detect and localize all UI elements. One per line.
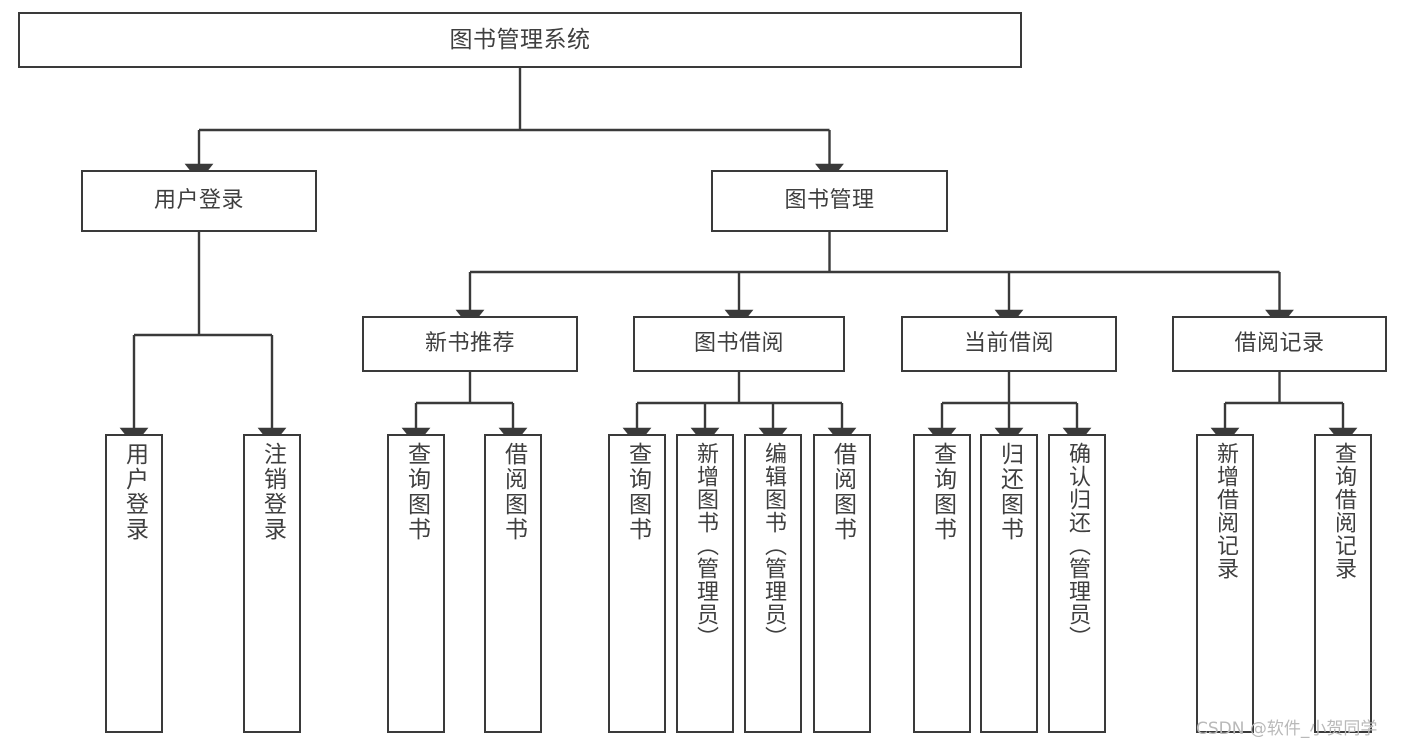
node-leaf-logout[interactable]: 注销登录 <box>243 434 301 733</box>
node-label: 用户登录 <box>121 442 148 542</box>
node-leaf-query-book-recommend[interactable]: 查询图书 <box>387 434 445 733</box>
node-label: 查询图书 <box>929 442 956 542</box>
node-label: 查询图书 <box>403 442 430 542</box>
node-label: 当前借阅 <box>963 331 1054 357</box>
node-leaf-return-book[interactable]: 归还图书 <box>980 434 1038 733</box>
node-leaf-query-book-borrow[interactable]: 查询图书 <box>608 434 666 733</box>
node-leaf-borrow-book[interactable]: 借阅图书 <box>813 434 871 733</box>
node-label: 借阅记录 <box>1234 331 1325 357</box>
node-label: 查询借阅记录 <box>1331 442 1356 580</box>
node-label: 确认归还（管理员） <box>1065 442 1090 649</box>
node-borrow-record[interactable]: 借阅记录 <box>1172 316 1387 372</box>
node-leaf-query-borrow-record[interactable]: 查询借阅记录 <box>1314 434 1372 733</box>
node-leaf-user-login[interactable]: 用户登录 <box>105 434 163 733</box>
node-new-book-recommend[interactable]: 新书推荐 <box>362 316 578 372</box>
node-leaf-add-book-admin[interactable]: 新增图书（管理员） <box>676 434 734 733</box>
node-label: 查询图书 <box>624 442 651 542</box>
node-label: 借阅图书 <box>829 442 856 542</box>
node-label: 用户登录 <box>153 188 244 214</box>
node-label: 注销登录 <box>259 442 286 542</box>
node-label: 新增图书（管理员） <box>693 442 718 649</box>
node-current-borrow[interactable]: 当前借阅 <box>901 316 1117 372</box>
node-leaf-confirm-return-admin[interactable]: 确认归还（管理员） <box>1048 434 1106 733</box>
node-label: 图书借阅 <box>693 331 784 357</box>
node-label: 图书管理系统 <box>449 26 591 53</box>
node-book-management[interactable]: 图书管理 <box>711 170 948 232</box>
node-label: 编辑图书（管理员） <box>761 442 786 649</box>
node-leaf-query-book-current[interactable]: 查询图书 <box>913 434 971 733</box>
node-label: 新书推荐 <box>424 331 515 357</box>
node-leaf-add-borrow-record[interactable]: 新增借阅记录 <box>1196 434 1254 733</box>
watermark: CSDN @软件_小贺同学 <box>1196 719 1378 739</box>
node-user-login[interactable]: 用户登录 <box>81 170 317 232</box>
node-leaf-borrow-book-recommend[interactable]: 借阅图书 <box>484 434 542 733</box>
node-label: 图书管理 <box>784 188 875 214</box>
node-label: 新增借阅记录 <box>1213 442 1238 580</box>
node-label: 归还图书 <box>996 442 1023 542</box>
node-book-borrow[interactable]: 图书借阅 <box>633 316 845 372</box>
node-root[interactable]: 图书管理系统 <box>18 12 1022 68</box>
node-leaf-edit-book-admin[interactable]: 编辑图书（管理员） <box>744 434 802 733</box>
node-label: 借阅图书 <box>500 442 527 542</box>
